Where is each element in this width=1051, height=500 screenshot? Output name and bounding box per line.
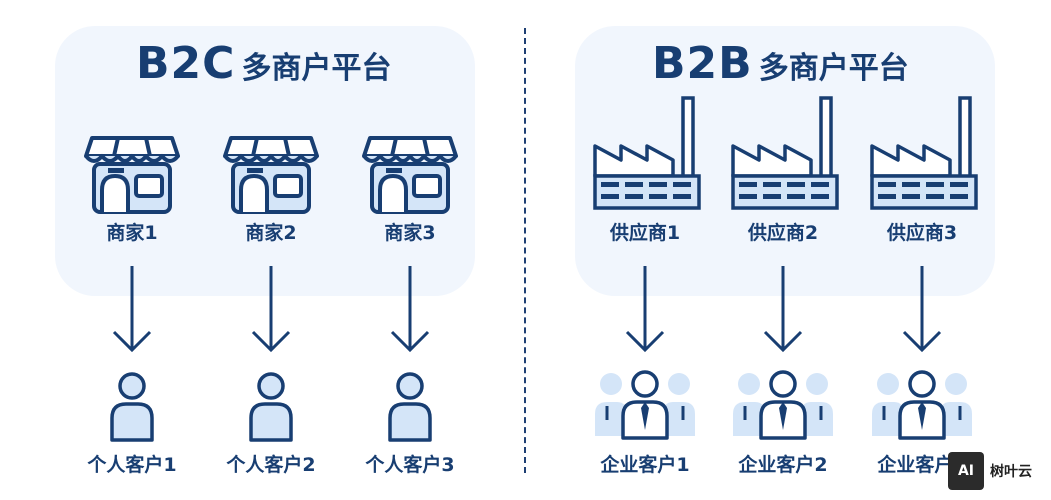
factory-icon	[729, 96, 841, 218]
b2b-title-sub: 多商户平台	[758, 51, 909, 86]
factory-icon	[591, 96, 703, 218]
watermark-text: 树叶云	[990, 464, 1032, 480]
arrow-down-icon	[623, 264, 667, 360]
person-icon	[386, 372, 434, 448]
arrow-down-icon	[249, 264, 293, 360]
individual-customer-label: 个人客户2	[226, 454, 316, 476]
business-group-icon	[731, 370, 835, 446]
store-icon	[223, 134, 319, 220]
arrow-down-icon	[761, 264, 805, 360]
store-icon	[84, 134, 180, 220]
person-icon	[108, 372, 156, 448]
b2c-title-main: B2C	[136, 38, 236, 89]
factory-icon	[868, 96, 980, 218]
watermark: AI 树叶云	[948, 446, 1051, 496]
business-customer-label: 企业客户1	[600, 454, 690, 476]
person-icon	[247, 372, 295, 448]
watermark-logo: AI	[948, 452, 984, 490]
individual-customer-label: 个人客户3	[365, 454, 455, 476]
arrow-down-icon	[110, 264, 154, 360]
merchant-label: 商家3	[384, 222, 436, 244]
business-group-icon	[593, 370, 697, 446]
arrow-down-icon	[388, 264, 432, 360]
b2b-title: B2B 多商户平台	[652, 38, 909, 89]
supplier-label: 供应商1	[609, 222, 681, 244]
arrow-down-icon	[900, 264, 944, 360]
section-divider	[524, 28, 526, 473]
b2c-title-sub: 多商户平台	[241, 51, 392, 86]
merchant-label: 商家1	[106, 222, 158, 244]
business-customer-label: 企业客户3	[877, 454, 967, 476]
business-group-icon	[870, 370, 974, 446]
business-customer-label: 企业客户2	[738, 454, 828, 476]
supplier-label: 供应商3	[886, 222, 958, 244]
individual-customer-label: 个人客户1	[87, 454, 177, 476]
store-icon	[362, 134, 458, 220]
b2c-title: B2C 多商户平台	[136, 38, 391, 89]
supplier-label: 供应商2	[747, 222, 819, 244]
b2b-title-main: B2B	[652, 38, 753, 89]
merchant-label: 商家2	[245, 222, 297, 244]
